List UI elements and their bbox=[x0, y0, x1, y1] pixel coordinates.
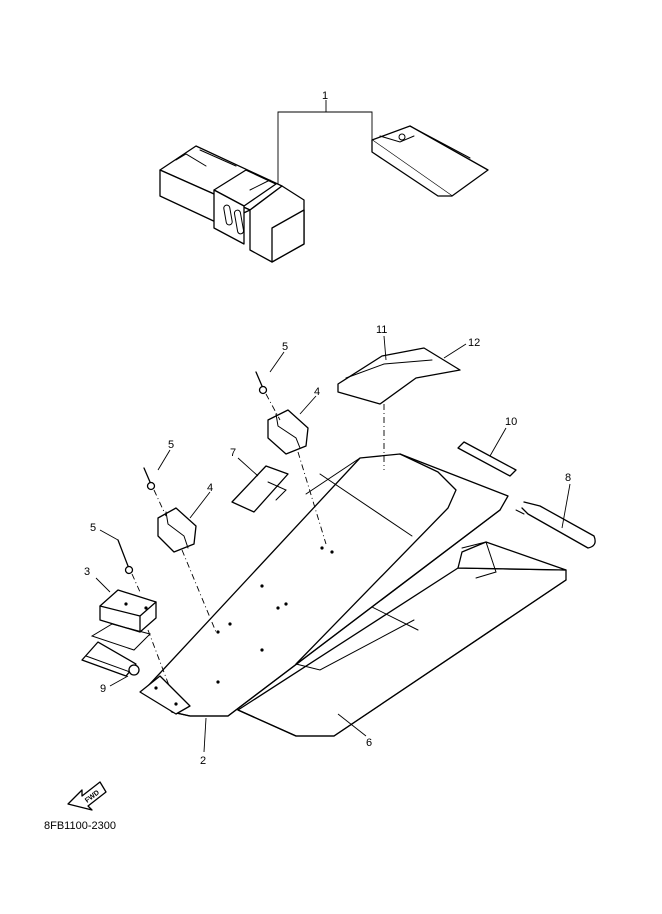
callout-5a: 5 bbox=[282, 341, 288, 353]
callout-12: 12 bbox=[468, 337, 480, 349]
part-1-tool-kit: 1 bbox=[159, 90, 489, 263]
part-5-screw-upper: 5 bbox=[255, 341, 288, 421]
callout-7: 7 bbox=[230, 447, 236, 459]
part-4-clip-upper: 4 bbox=[267, 386, 327, 545]
part-7-label: 7 bbox=[230, 447, 289, 513]
callout-1: 1 bbox=[322, 90, 328, 102]
pan-holes bbox=[216, 546, 334, 684]
callout-11: 11 bbox=[376, 324, 387, 336]
fwd-arrow: FWD bbox=[67, 781, 107, 811]
callout-6: 6 bbox=[366, 737, 372, 749]
tool-bag-roll bbox=[159, 145, 305, 263]
callout-3: 3 bbox=[84, 566, 90, 578]
front-bracket bbox=[139, 675, 191, 715]
callout-4a: 4 bbox=[314, 386, 320, 398]
callout-4b: 4 bbox=[207, 482, 213, 494]
part-8-hook: 8 bbox=[515, 472, 596, 549]
callout-5b: 5 bbox=[168, 439, 174, 451]
part-3-pad: 3 bbox=[84, 566, 177, 705]
part-6-plate: 6 bbox=[237, 541, 567, 749]
callout-10: 10 bbox=[505, 416, 517, 428]
part-10-strip: 10 bbox=[457, 416, 517, 477]
callout-8: 8 bbox=[565, 472, 571, 484]
tool-pouch bbox=[371, 125, 489, 197]
part-9-strap: 9 bbox=[81, 641, 140, 695]
part-2-seat-pan: 2 bbox=[147, 453, 509, 767]
part-5-screw-lower: 5 bbox=[90, 522, 141, 593]
callout-9: 9 bbox=[100, 683, 106, 695]
part-4-clip-lower: 4 bbox=[157, 482, 217, 633]
part-11-12-decal: 11 12 bbox=[337, 324, 480, 470]
callout-2: 2 bbox=[200, 755, 206, 767]
callout-5c: 5 bbox=[90, 522, 96, 534]
diagram-code: 8FB1100-2300 bbox=[44, 820, 116, 832]
part-5-screw-middle: 5 bbox=[143, 439, 174, 517]
